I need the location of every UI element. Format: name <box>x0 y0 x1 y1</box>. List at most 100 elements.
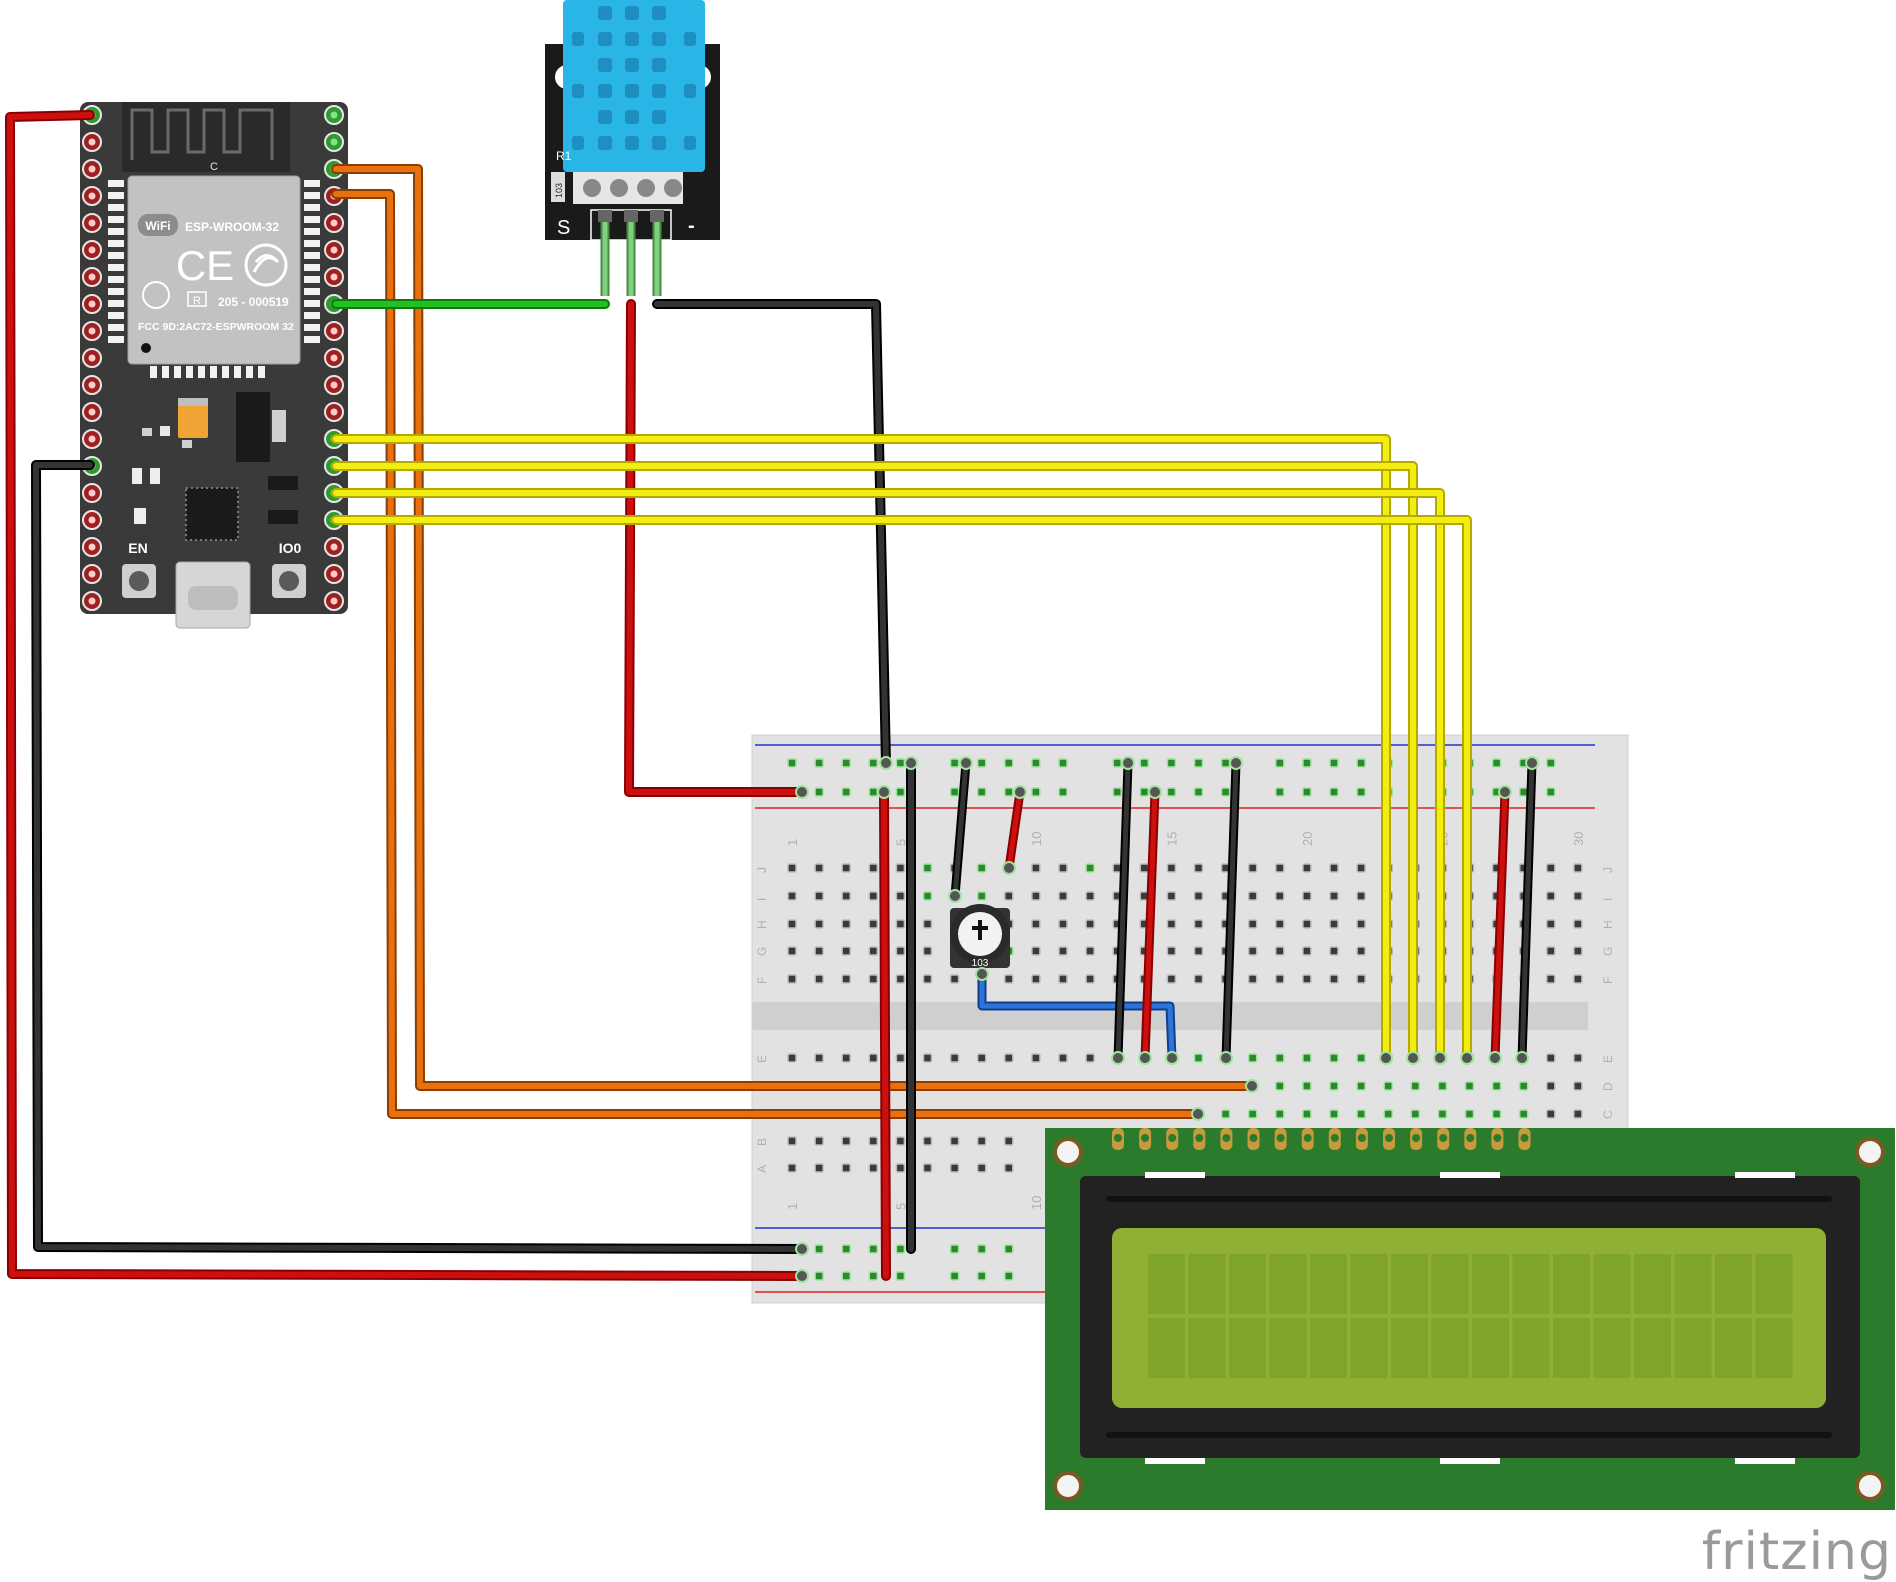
breadboard-hole[interactable] <box>814 891 824 901</box>
breadboard-hole[interactable] <box>976 787 987 797</box>
breadboard-hole[interactable] <box>1383 1081 1393 1091</box>
breadboard-hole[interactable] <box>814 758 824 768</box>
breadboard-hole[interactable] <box>841 863 851 873</box>
breadboard-hole[interactable] <box>1139 758 1150 768</box>
breadboard-hole[interactable] <box>949 1244 960 1254</box>
breadboard-hole[interactable] <box>922 1053 933 1063</box>
breadboard-hole[interactable] <box>814 863 824 873</box>
breadboard-hole[interactable] <box>1356 863 1366 873</box>
lcd-pin[interactable] <box>1520 1134 1529 1142</box>
breadboard-hole[interactable] <box>1004 1053 1014 1063</box>
breadboard-hole[interactable] <box>1546 1053 1556 1063</box>
breadboard-hole[interactable] <box>868 863 879 873</box>
breadboard-hole[interactable] <box>1058 946 1068 956</box>
breadboard-hole[interactable] <box>922 1136 933 1146</box>
breadboard-hole[interactable] <box>949 1136 960 1146</box>
breadboard-hole[interactable] <box>1085 1053 1095 1063</box>
breadboard-hole[interactable] <box>1518 1109 1529 1119</box>
breadboard-hole[interactable] <box>1356 891 1366 901</box>
breadboard-hole[interactable] <box>1356 1109 1366 1119</box>
breadboard-hole[interactable] <box>841 758 851 768</box>
breadboard-hole[interactable] <box>1193 1053 1204 1063</box>
breadboard-hole[interactable] <box>1329 758 1339 768</box>
breadboard-hole[interactable] <box>814 1053 824 1063</box>
lcd-pin[interactable] <box>1493 1134 1502 1142</box>
breadboard-hole[interactable] <box>1275 946 1285 956</box>
breadboard-hole[interactable] <box>841 787 851 797</box>
breadboard-hole[interactable] <box>787 1163 797 1173</box>
breadboard-hole[interactable] <box>1356 1053 1366 1063</box>
breadboard-hole[interactable] <box>895 1053 906 1063</box>
breadboard-hole[interactable] <box>1166 787 1177 797</box>
breadboard-hole[interactable] <box>1302 758 1312 768</box>
breadboard-hole[interactable] <box>1247 891 1258 901</box>
breadboard-hole[interactable] <box>1058 891 1068 901</box>
breadboard-hole[interactable] <box>976 758 987 768</box>
breadboard-hole[interactable] <box>1546 787 1556 797</box>
breadboard-hole[interactable] <box>1546 1109 1556 1119</box>
breadboard-hole[interactable] <box>1058 863 1068 873</box>
breadboard-hole[interactable] <box>1329 919 1339 929</box>
breadboard-hole[interactable] <box>1573 919 1583 929</box>
breadboard-hole[interactable] <box>787 1136 797 1146</box>
breadboard-hole[interactable] <box>922 1163 933 1173</box>
breadboard-hole[interactable] <box>1546 863 1556 873</box>
breadboard-hole[interactable] <box>1302 974 1312 984</box>
breadboard-hole[interactable] <box>895 974 906 984</box>
breadboard-hole[interactable] <box>868 1136 879 1146</box>
breadboard-hole[interactable] <box>1031 891 1041 901</box>
breadboard-hole[interactable] <box>841 1271 851 1281</box>
breadboard-hole[interactable] <box>1031 863 1041 873</box>
breadboard-hole[interactable] <box>1491 1109 1502 1119</box>
breadboard-hole[interactable] <box>1464 1081 1475 1091</box>
breadboard-hole[interactable] <box>1356 974 1366 984</box>
breadboard-hole[interactable] <box>1193 946 1204 956</box>
breadboard-hole[interactable] <box>1275 1053 1285 1063</box>
breadboard-hole[interactable] <box>868 1271 879 1281</box>
breadboard-hole[interactable] <box>895 787 906 797</box>
breadboard-hole[interactable] <box>1573 891 1583 901</box>
breadboard-hole[interactable] <box>1004 1163 1014 1173</box>
breadboard-hole[interactable] <box>976 891 987 901</box>
breadboard-hole[interactable] <box>1518 1081 1529 1091</box>
lcd-pin[interactable] <box>1114 1134 1122 1142</box>
lcd-pin[interactable] <box>1385 1134 1393 1142</box>
breadboard-hole[interactable] <box>976 1053 987 1063</box>
breadboard-hole[interactable] <box>814 946 824 956</box>
breadboard-hole[interactable] <box>1193 863 1204 873</box>
breadboard-hole[interactable] <box>868 891 879 901</box>
breadboard-hole[interactable] <box>922 974 933 984</box>
breadboard-hole[interactable] <box>841 1136 851 1146</box>
breadboard-hole[interactable] <box>1004 891 1014 901</box>
breadboard-hole[interactable] <box>949 1053 960 1063</box>
breadboard-hole[interactable] <box>1220 758 1231 768</box>
breadboard-hole[interactable] <box>895 1136 906 1146</box>
breadboard-hole[interactable] <box>1329 946 1339 956</box>
breadboard-hole[interactable] <box>1491 758 1502 768</box>
breadboard-hole[interactable] <box>1275 974 1285 984</box>
breadboard-hole[interactable] <box>1166 974 1177 984</box>
breadboard-hole[interactable] <box>868 1244 879 1254</box>
breadboard-hole[interactable] <box>1573 974 1583 984</box>
breadboard-hole[interactable] <box>1139 863 1150 873</box>
breadboard-hole[interactable] <box>1085 974 1095 984</box>
breadboard-hole[interactable] <box>1546 1081 1556 1091</box>
breadboard-hole[interactable] <box>841 1053 851 1063</box>
breadboard-hole[interactable] <box>841 946 851 956</box>
breadboard-hole[interactable] <box>1329 1109 1339 1119</box>
breadboard-hole[interactable] <box>787 919 797 929</box>
breadboard-hole[interactable] <box>1031 946 1041 956</box>
breadboard-hole[interactable] <box>1573 1053 1583 1063</box>
breadboard-hole[interactable] <box>1356 758 1366 768</box>
lcd-pin[interactable] <box>1303 1134 1312 1142</box>
breadboard-hole[interactable] <box>895 946 906 956</box>
breadboard-hole[interactable] <box>1085 919 1095 929</box>
breadboard-hole[interactable] <box>1031 919 1041 929</box>
breadboard-hole[interactable] <box>1356 919 1366 929</box>
breadboard-hole[interactable] <box>1247 1109 1258 1119</box>
breadboard-hole[interactable] <box>1437 1109 1448 1119</box>
breadboard-hole[interactable] <box>1031 974 1041 984</box>
breadboard-hole[interactable] <box>1004 974 1014 984</box>
breadboard-hole[interactable] <box>1437 1081 1448 1091</box>
breadboard-hole[interactable] <box>1031 1053 1041 1063</box>
